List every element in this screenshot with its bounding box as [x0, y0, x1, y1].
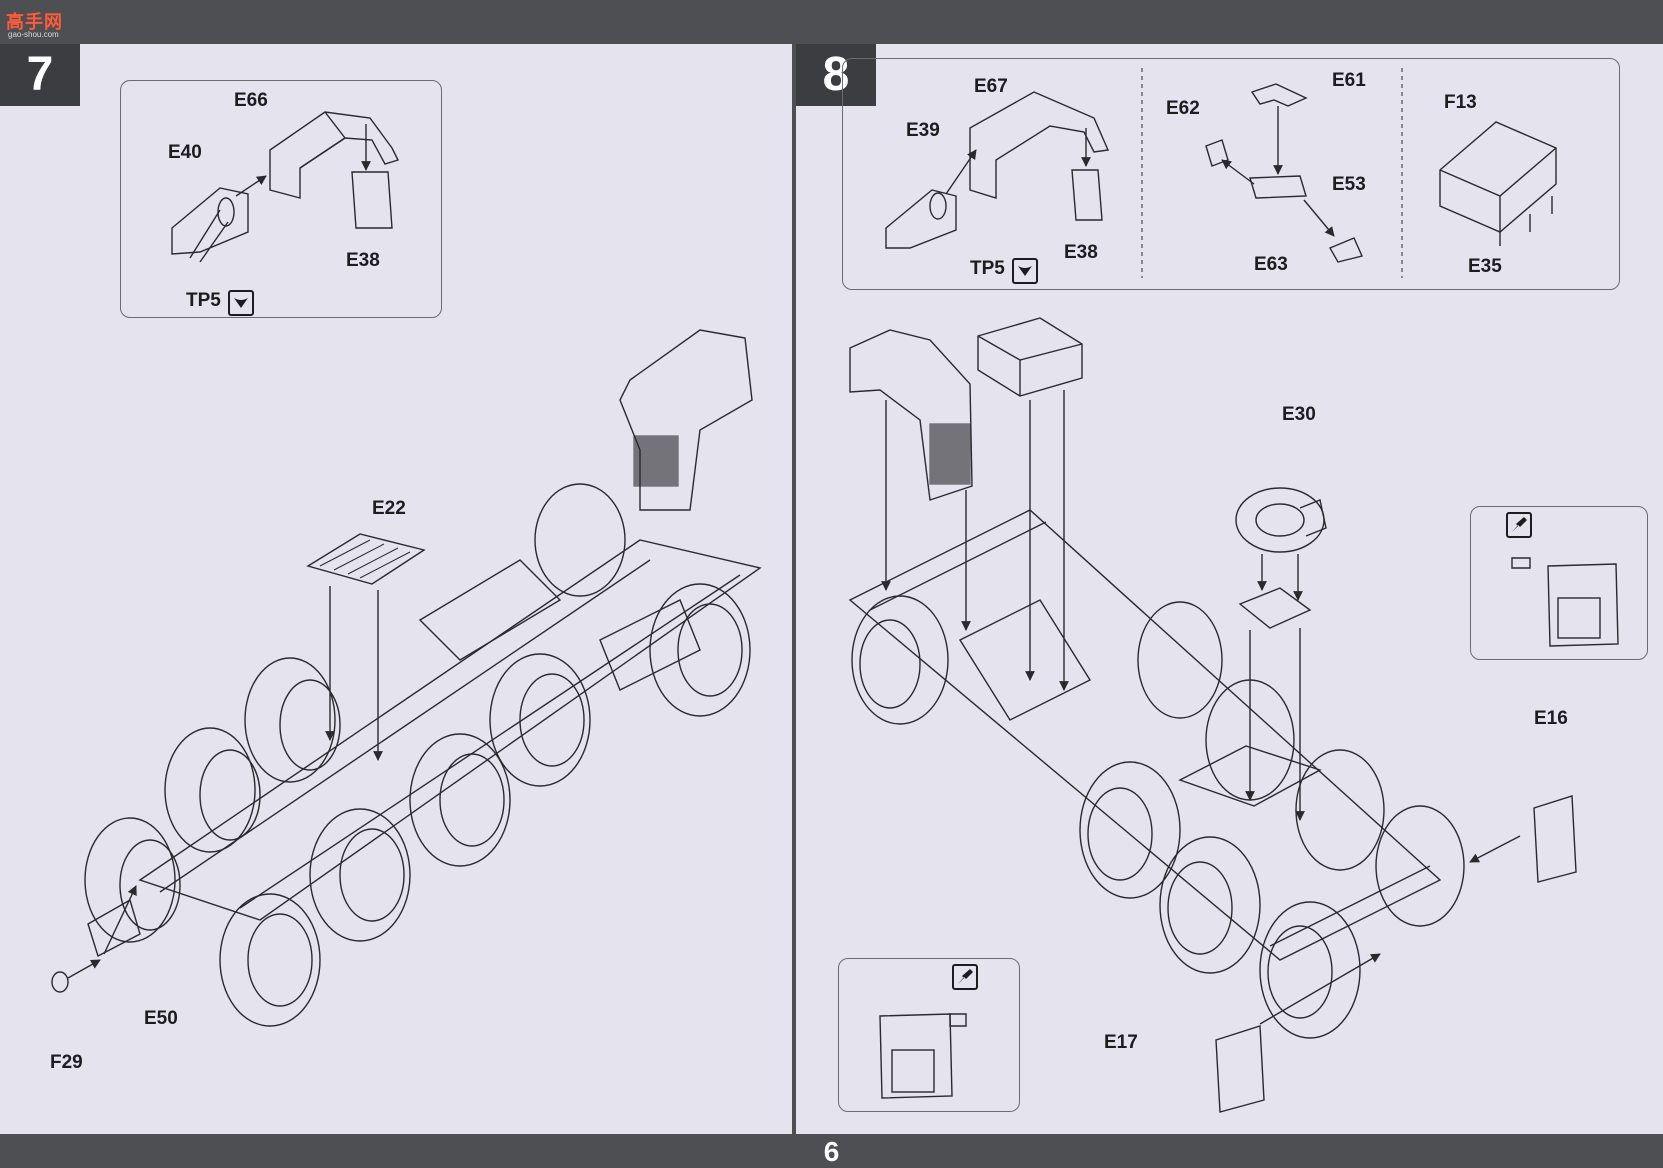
part-label-e67: E67: [974, 76, 1008, 97]
step-7-chassis-drawing: [51, 329, 762, 1027]
step-8-inset-box: [842, 58, 1620, 290]
part-label-e40: E40: [168, 142, 202, 163]
watermark-text: 高手网: [6, 12, 63, 32]
step-7-inset-drawing: [171, 111, 399, 263]
bend-tool-icon: [1506, 512, 1532, 538]
part-label-e38: E38: [346, 250, 380, 271]
part-label-e61: E61: [1332, 70, 1366, 91]
step-8-panel: [796, 44, 1663, 1134]
part-label-e30: E30: [1282, 404, 1316, 425]
part-label-e17: E17: [1104, 1032, 1138, 1053]
part-label-e66: E66: [234, 90, 268, 111]
part-label-e62: E62: [1166, 98, 1200, 119]
part-label-e39: E39: [906, 120, 940, 141]
part-label-e16: E16: [1534, 708, 1568, 729]
e16-detail-callout: [1470, 506, 1648, 660]
part-label-f13: F13: [1444, 92, 1477, 113]
step-7-number: 7: [0, 44, 80, 106]
step-8-chassis-drawing: [848, 317, 1619, 1113]
part-label-e35: E35: [1468, 256, 1502, 277]
part-label-e50: E50: [144, 1008, 178, 1029]
step-7-panel: [0, 44, 792, 1134]
part-label-tp5: TP5: [186, 290, 221, 311]
part-label-e38-step8: E38: [1064, 242, 1098, 263]
site-watermark-logo: 高手网 gao-shou.com: [6, 4, 70, 39]
watermark-subtitle: gao-shou.com: [8, 30, 59, 39]
part-label-e22: E22: [372, 498, 406, 519]
step-8-inset-drawing: [885, 68, 1557, 278]
glue-icon: [1012, 258, 1038, 284]
part-label-e53: E53: [1332, 174, 1366, 195]
step-8-number: 8: [796, 44, 876, 106]
bend-tool-icon: [952, 964, 978, 990]
part-label-tp5-step8: TP5: [970, 258, 1005, 279]
e17-detail-callout: [838, 958, 1020, 1112]
glue-icon: [228, 290, 254, 316]
part-label-e63: E63: [1254, 254, 1288, 275]
part-label-f29: F29: [50, 1052, 83, 1073]
step-7-inset-box: [120, 80, 442, 318]
page-number: 6: [823, 1136, 840, 1167]
